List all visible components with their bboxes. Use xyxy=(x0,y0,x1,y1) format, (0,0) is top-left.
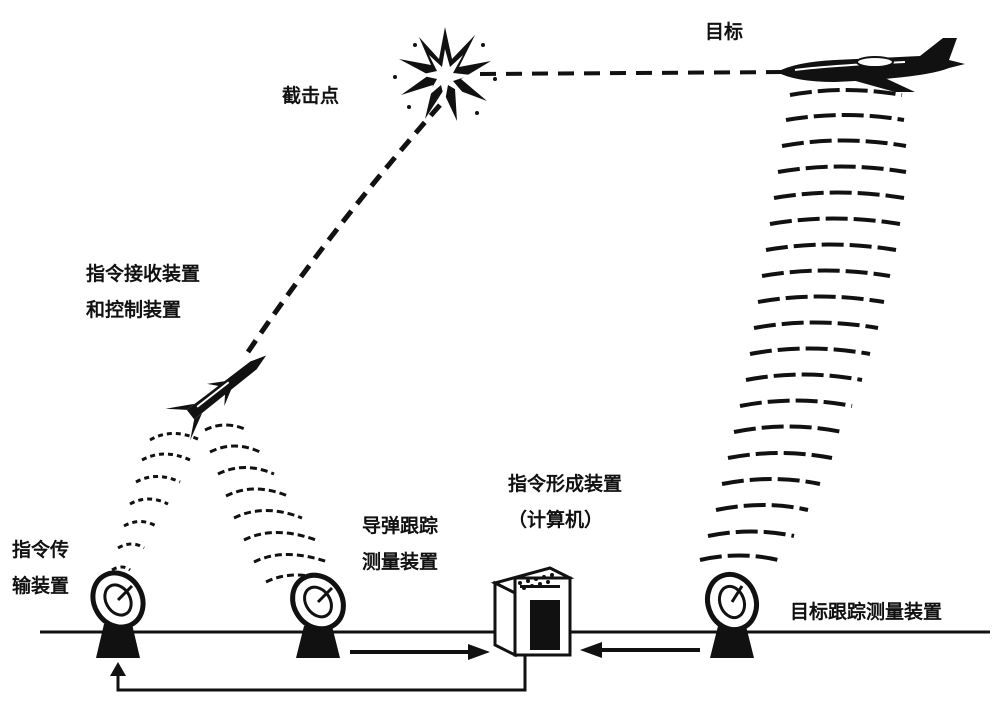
missile-trajectory xyxy=(245,103,442,354)
intercept-point-label: 截击点 xyxy=(282,85,340,107)
arrow-from-target-tracker-head xyxy=(580,642,602,658)
missile-receiver-label: 指令接收装置 和控制装置 xyxy=(86,263,201,321)
command-beam xyxy=(111,432,201,572)
missile-tracking-beam xyxy=(204,423,333,584)
missile-tracker-label: 导弹跟踪 测量装置 xyxy=(362,515,439,573)
command-computer-label: 指令形成装置 （计算机） xyxy=(508,473,623,531)
computer-cabinet-icon xyxy=(490,566,575,658)
aircraft-icon xyxy=(777,38,965,92)
target-label: 目标 xyxy=(705,21,744,43)
command-transmitter-label: 指令传 输装置 xyxy=(12,539,70,597)
feedback-arrowhead xyxy=(110,662,126,676)
target-path xyxy=(479,70,791,76)
missile-tracker-antenna-icon xyxy=(290,572,346,658)
target-tracker-antenna-icon xyxy=(704,571,760,658)
explosion-icon xyxy=(393,27,497,121)
feedback-wire xyxy=(116,655,527,692)
arrow-from-missile-tracker-head xyxy=(468,644,490,660)
command-transmitter-antenna-icon xyxy=(90,570,146,658)
target-tracking-beam xyxy=(699,88,907,562)
target-tracker-label: 目标跟踪测量装置 xyxy=(790,601,943,623)
